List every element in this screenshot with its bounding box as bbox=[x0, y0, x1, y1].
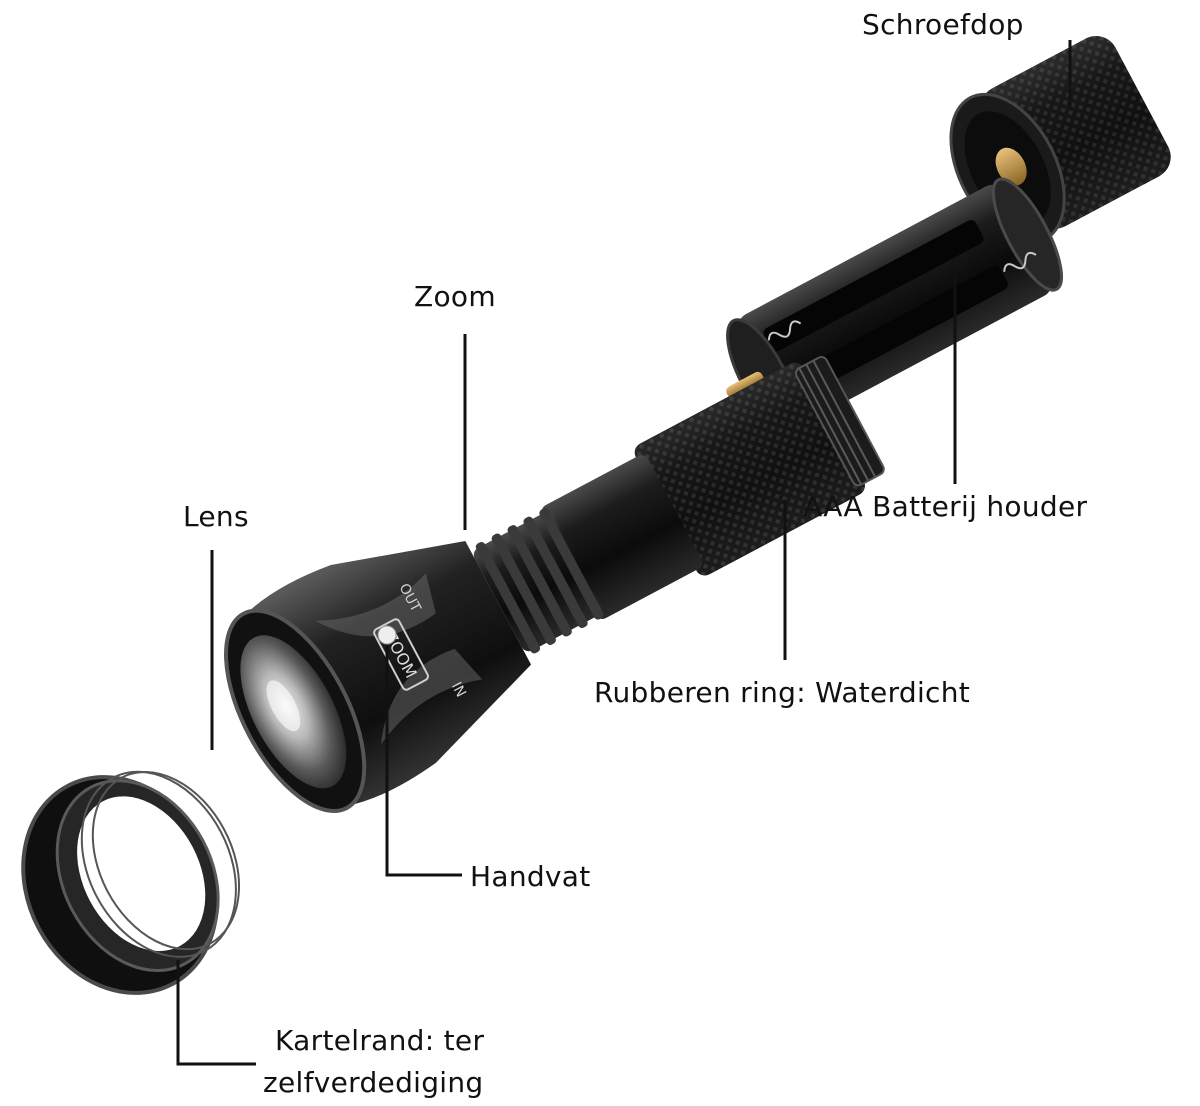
flashlight-body: ZOOM OUT IN bbox=[224, 356, 885, 813]
bezel-leader bbox=[176, 960, 256, 1066]
battery-holder-contact-pin bbox=[726, 371, 764, 398]
leader-lines bbox=[176, 40, 1072, 1066]
handle-label: Handvat bbox=[470, 860, 591, 893]
battery-holder-label: AAA Batterij houder bbox=[803, 490, 1088, 523]
bezel-label-line1: Kartelrand: ter bbox=[275, 1024, 485, 1057]
screw-cap-label: Schroefdop bbox=[862, 8, 1024, 41]
screw-cap-contact-spring bbox=[995, 147, 1027, 186]
zoom-label: Zoom bbox=[414, 280, 496, 313]
zoom-grip-rings bbox=[473, 508, 604, 654]
bezel-ring-opening bbox=[77, 796, 206, 952]
battery-spring bbox=[767, 251, 1037, 341]
handle-marker-dot bbox=[377, 625, 397, 645]
bezel-label-line2: zelfverdediging bbox=[263, 1066, 484, 1099]
rubber-ring-label: Rubberen ring: Waterdicht bbox=[594, 676, 971, 709]
lens-label: Lens bbox=[183, 500, 249, 533]
handle-leader bbox=[385, 640, 462, 877]
in-marking: IN bbox=[448, 680, 469, 700]
bezel-ring bbox=[21, 770, 241, 995]
